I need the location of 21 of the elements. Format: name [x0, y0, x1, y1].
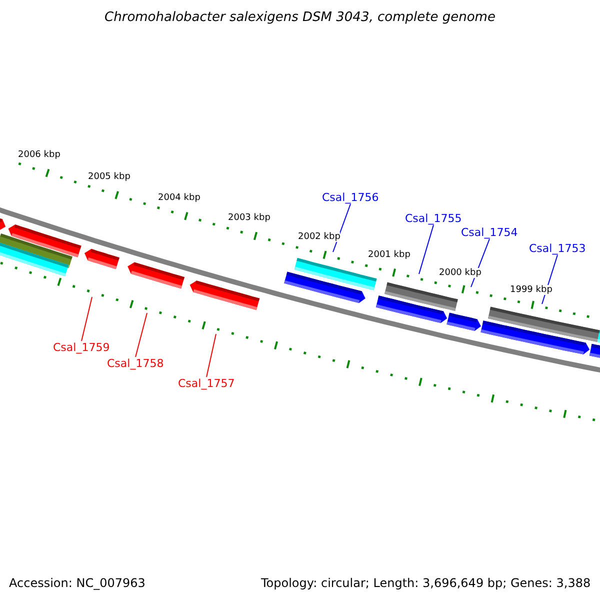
gene-label: Csal_1759 [53, 341, 110, 354]
gene-label: Csal_1755 [405, 212, 462, 225]
gene-label: Csal_1754 [461, 226, 518, 239]
scale-label: 2003 kbp [228, 213, 270, 223]
scale-label: 2006 kbp [18, 150, 60, 160]
scale-label: 2002 kbp [298, 232, 340, 242]
leader-line [81, 296, 92, 342]
scale-label: 2004 kbp [158, 193, 200, 203]
gene-label: Csal_1758 [107, 357, 164, 370]
scale-label: 1999 kbp [510, 285, 552, 295]
leader-line [418, 224, 434, 274]
footer-text: Topology: circular; Length: 3,696,649 bp; Genes: 3,388 [261, 576, 591, 590]
scale-label: 2001 kbp [368, 250, 410, 260]
scale-label: 2000 kbp [439, 268, 482, 278]
leader-line [135, 312, 148, 358]
gene-label: Csal_1756 [322, 191, 379, 204]
gene-label: Csal_1753 [529, 242, 586, 255]
leader-line [206, 334, 216, 378]
footer-text: Accession: NC_007963 [9, 576, 146, 590]
scale-label: 2005 kbp [88, 172, 130, 182]
gene-label: Csal_1757 [178, 377, 235, 390]
